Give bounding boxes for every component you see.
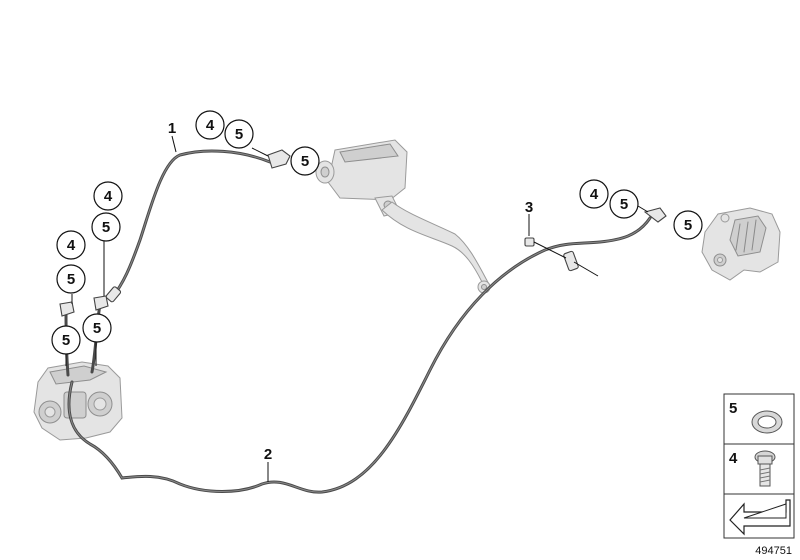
callout-5-master: 5 [290, 146, 320, 176]
brake-hose-1 [105, 149, 291, 303]
svg-text:5: 5 [620, 196, 628, 213]
svg-text:5: 5 [235, 126, 243, 143]
legend-item-5: 5 [729, 400, 783, 434]
svg-text:5: 5 [301, 153, 309, 170]
callout-5-caliper: 5 [673, 210, 703, 240]
callout-5-abs-left: 5 [51, 325, 81, 355]
svg-text:5: 5 [102, 219, 110, 236]
legend: 5 4 [723, 393, 795, 539]
callout-4-top: 4 [195, 110, 225, 140]
callout-4-left-lower: 4 [56, 230, 86, 260]
callout-4-left-upper: 4 [93, 181, 123, 211]
direction-arrow-icon [729, 499, 791, 536]
callout-5-top: 5 [224, 119, 254, 149]
callout-5-right: 5 [609, 189, 639, 219]
callout-4-right: 4 [579, 179, 609, 209]
svg-text:4: 4 [590, 186, 599, 203]
svg-text:4: 4 [729, 450, 738, 467]
brake-hose-2 [67, 207, 667, 494]
svg-text:5: 5 [729, 400, 737, 417]
callout-2: 2 [264, 446, 272, 463]
brake-lever [381, 201, 492, 294]
sealing-ring-icon [751, 410, 783, 434]
callout-1: 1 [168, 120, 176, 137]
svg-text:4: 4 [104, 188, 113, 205]
svg-text:4: 4 [206, 117, 215, 134]
callout-5-left-lower: 5 [56, 264, 86, 294]
svg-text:1: 1 [168, 120, 176, 137]
svg-text:5: 5 [67, 271, 75, 288]
callout-3: 3 [525, 199, 533, 216]
bolt-3 [524, 237, 567, 259]
svg-text:5: 5 [93, 320, 101, 337]
abs-modulator [33, 361, 123, 441]
legend-item-4: 4 [729, 450, 776, 487]
rear-caliper [701, 207, 781, 281]
svg-text:4: 4 [67, 237, 76, 254]
svg-text:5: 5 [684, 217, 692, 234]
banjo-bolt-icon [754, 450, 776, 487]
svg-text:2: 2 [264, 446, 272, 463]
svg-text:5: 5 [62, 332, 70, 349]
document-number: 494751 [755, 545, 792, 557]
callout-5-left-upper: 5 [91, 212, 121, 242]
svg-text:3: 3 [525, 199, 533, 216]
callout-5-abs-right: 5 [82, 313, 112, 343]
